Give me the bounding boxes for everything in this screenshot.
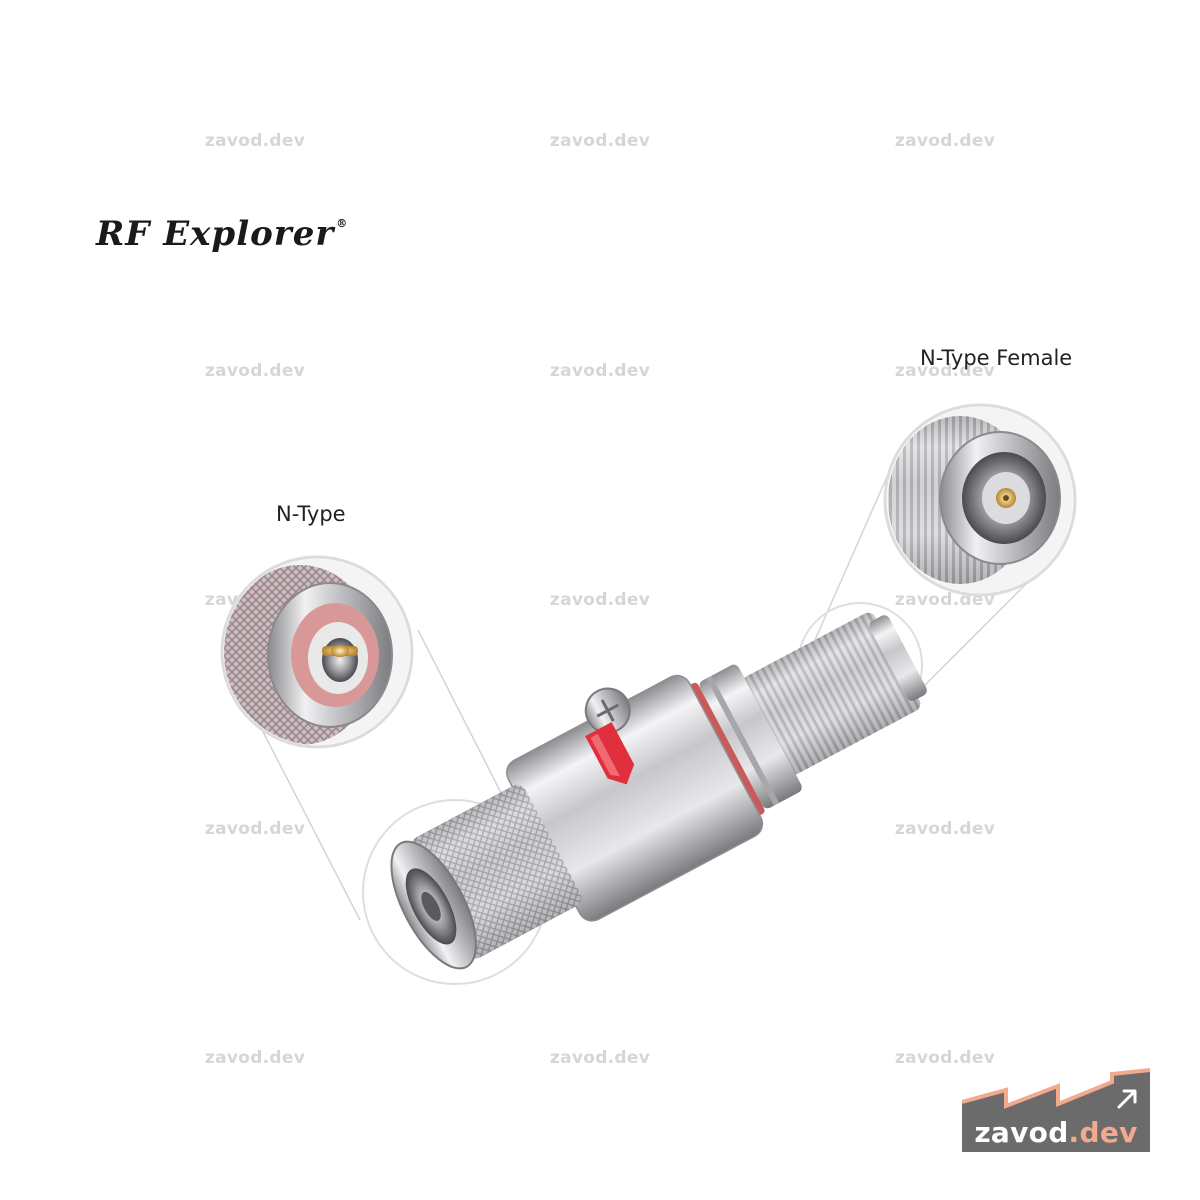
n-type-female-label: N-Type Female xyxy=(920,346,1073,370)
brand-logo-text: RF Explorer xyxy=(96,214,335,254)
watermark: zavod.dev xyxy=(549,361,651,381)
watermark: zavod.dev xyxy=(549,590,651,610)
watermark: zavod.dev xyxy=(894,131,996,151)
n-type-label: N-Type xyxy=(276,502,346,526)
watermark: zavod.dev xyxy=(204,1048,306,1068)
surge-arrestor xyxy=(390,612,927,970)
brand-logo: RF Explorer® xyxy=(96,214,348,254)
n-type-female-zoom xyxy=(883,403,1077,597)
watermark: zavod.dev xyxy=(894,361,996,381)
watermark: zavod.dev xyxy=(204,819,306,839)
badge-tld: .dev xyxy=(1068,1116,1138,1149)
badge-name: zavod xyxy=(974,1116,1069,1149)
watermark: zavod.dev xyxy=(894,819,996,839)
watermark: zavod.dev xyxy=(549,131,651,151)
registered-mark: ® xyxy=(336,217,349,230)
badge-wordmark: zavod.dev xyxy=(962,1116,1150,1150)
watermark: zavod.dev xyxy=(204,361,306,381)
arrow-up-right-icon xyxy=(1117,1089,1137,1109)
watermark: zavod.dev xyxy=(204,131,306,151)
n-type-zoom xyxy=(220,555,414,749)
watermark: zavod.dev xyxy=(549,1048,651,1068)
zavod-badge[interactable]: zavod.dev xyxy=(962,1068,1150,1152)
watermark: zavod.dev xyxy=(894,1048,996,1068)
factory-roof-shape xyxy=(962,1068,1150,1152)
